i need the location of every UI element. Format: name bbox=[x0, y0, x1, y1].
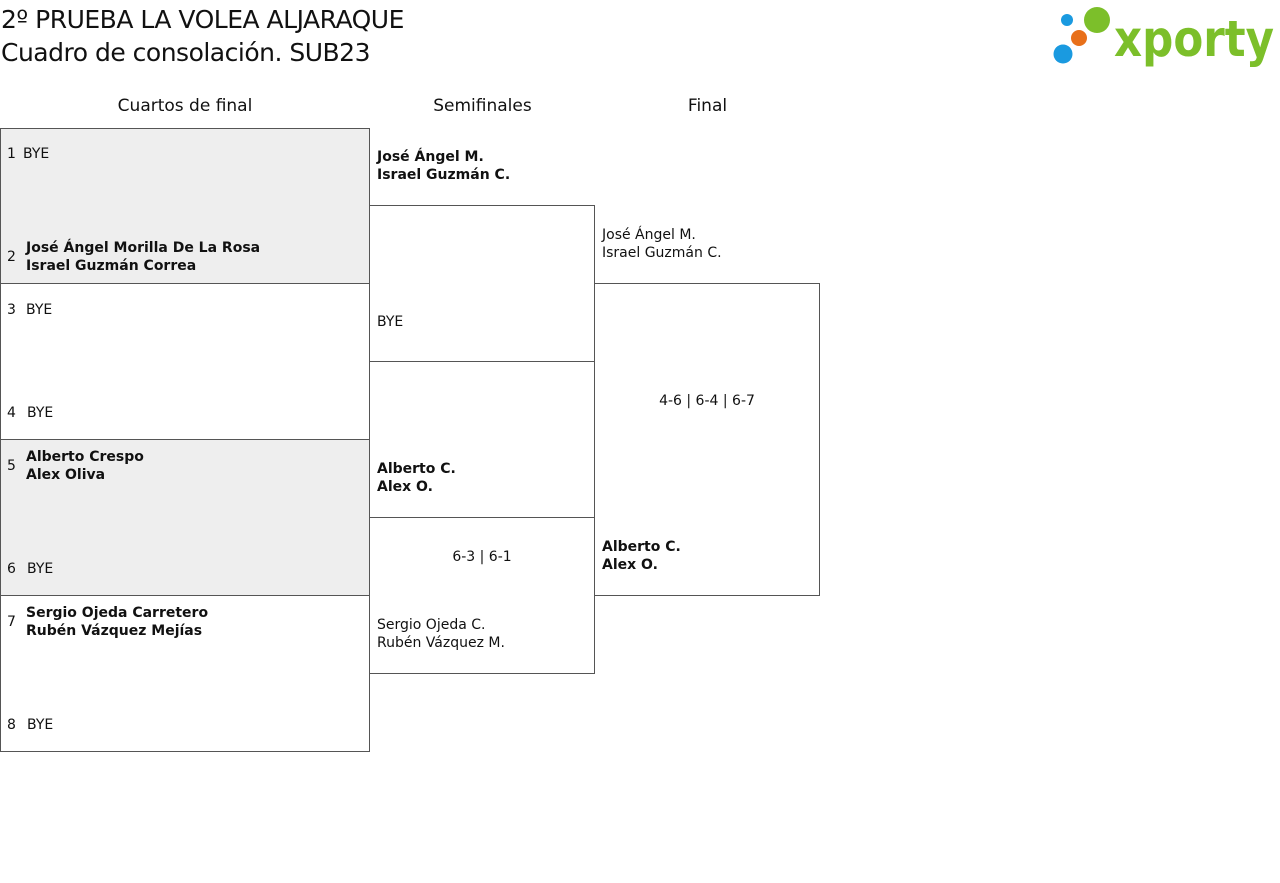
semifinal-team-2: BYE bbox=[377, 313, 403, 331]
logo-dot-orange bbox=[1071, 30, 1087, 46]
logo-dot-green bbox=[1084, 7, 1110, 33]
player-name: Alberto C. bbox=[377, 461, 456, 477]
xporty-logo: xporty bbox=[1053, 7, 1274, 68]
quarterfinal-team-8: BYE bbox=[27, 716, 53, 734]
tournament-title: 2º PRUEBA LA VOLEA ALJARAQUE bbox=[1, 5, 404, 34]
semifinal-team-1: José Ángel M. Israel Guzmán C. bbox=[377, 148, 510, 184]
round-header-final: Final bbox=[687, 96, 728, 116]
quarterfinal-team-1: BYE bbox=[23, 145, 49, 163]
round-header-semifinals: Semifinales bbox=[433, 96, 532, 116]
player-name: Alex O. bbox=[602, 557, 658, 573]
seed-number: 2 bbox=[7, 249, 16, 265]
player-name: BYE bbox=[27, 405, 54, 421]
player-name: BYE bbox=[27, 561, 54, 577]
player-name: Israel Guzmán Correa bbox=[26, 258, 197, 274]
quarterfinal-match-1 bbox=[0, 128, 370, 284]
quarterfinal-team-4: BYE bbox=[27, 404, 53, 422]
semifinal-match-1 bbox=[369, 205, 595, 362]
round-header-quarterfinals: Cuartos de final bbox=[117, 96, 253, 116]
seed-number: 7 bbox=[7, 614, 16, 630]
player-name: BYE bbox=[377, 314, 404, 330]
player-name: Israel Guzmán C. bbox=[602, 245, 722, 261]
player-name: Alex O. bbox=[377, 479, 433, 495]
logo-dot-blue-top bbox=[1061, 14, 1073, 26]
quarterfinal-team-3: BYE bbox=[26, 301, 52, 319]
seed-number: 8 bbox=[7, 717, 16, 733]
quarterfinal-team-5: Alberto Crespo Alex Oliva bbox=[26, 448, 144, 484]
seed-number: 6 bbox=[7, 561, 16, 577]
player-name: BYE bbox=[27, 717, 54, 733]
page-title: 2º PRUEBA LA VOLEA ALJARAQUE Cuadro de c… bbox=[1, 3, 404, 69]
match-score: 6-3 | 6-1 bbox=[452, 549, 512, 565]
logo-text: xporty bbox=[1114, 10, 1274, 68]
quarterfinal-match-3 bbox=[0, 439, 370, 596]
player-name: BYE bbox=[26, 302, 53, 318]
quarterfinal-team-2: José Ángel Morilla De La Rosa Israel Guz… bbox=[26, 239, 260, 275]
seed-number: 4 bbox=[7, 405, 16, 421]
final-team-2: Alberto C. Alex O. bbox=[602, 538, 681, 574]
player-name: Sergio Ojeda Carretero bbox=[26, 605, 209, 621]
final-score: 4-6 | 6-4 | 6-7 bbox=[659, 393, 755, 409]
player-name: Israel Guzmán C. bbox=[377, 167, 511, 183]
final-team-1: José Ángel M. Israel Guzmán C. bbox=[602, 226, 722, 262]
seed-number: 3 bbox=[7, 302, 16, 318]
player-name: José Ángel M. bbox=[602, 227, 696, 243]
draw-subtitle: Cuadro de consolación. SUB23 bbox=[1, 38, 370, 67]
quarterfinal-match-2 bbox=[0, 283, 370, 440]
semifinal-team-4: Sergio Ojeda C. Rubén Vázquez M. bbox=[377, 616, 505, 652]
player-name: José Ángel M. bbox=[377, 149, 484, 165]
player-name: BYE bbox=[23, 146, 50, 162]
quarterfinal-team-6: BYE bbox=[27, 560, 53, 578]
semifinal-team-3: Alberto C. Alex O. bbox=[377, 460, 456, 496]
player-name: Rubén Vázquez M. bbox=[377, 635, 505, 651]
final-match bbox=[594, 283, 820, 596]
quarterfinal-team-7: Sergio Ojeda Carretero Rubén Vázquez Mej… bbox=[26, 604, 208, 640]
seed-number: 5 bbox=[7, 458, 16, 474]
player-name: Sergio Ojeda C. bbox=[377, 617, 486, 633]
player-name: Alberto Crespo bbox=[26, 449, 144, 465]
player-name: Rubén Vázquez Mejías bbox=[26, 623, 203, 639]
logo-dot-blue-bottom bbox=[1053, 44, 1073, 64]
player-name: Alberto C. bbox=[602, 539, 681, 555]
player-name: Alex Oliva bbox=[26, 467, 106, 483]
player-name: José Ángel Morilla De La Rosa bbox=[26, 240, 261, 256]
seed-number: 1 bbox=[7, 146, 16, 162]
